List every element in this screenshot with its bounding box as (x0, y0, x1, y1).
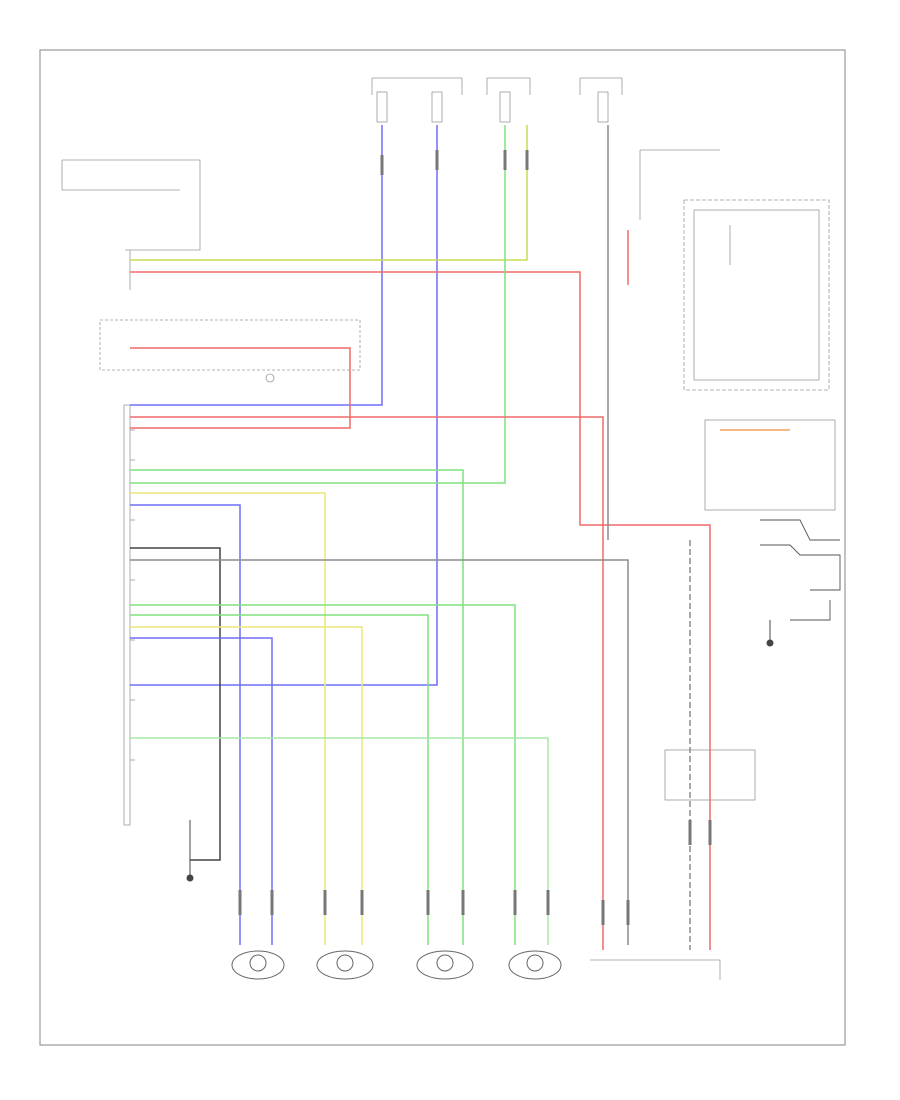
sensor-left-rear (316, 950, 374, 980)
wire-blue-1 (130, 125, 383, 406)
sensor-right-rear (416, 950, 474, 980)
connector-box-middle (99, 319, 361, 383)
control-module-right (639, 149, 830, 391)
wire-gray-1 (130, 559, 629, 945)
wire-yellow-1 (130, 492, 326, 945)
wire-bundle (130, 125, 790, 950)
ground-right (766, 620, 774, 647)
wire-blue-3 (130, 504, 241, 945)
wire-green-5 (130, 737, 549, 945)
wire-red-2 (130, 347, 351, 429)
fuse-block-left (371, 77, 463, 123)
wire-blue-4 (130, 637, 273, 945)
sensor-left-front (231, 950, 285, 980)
fuse-block-right (486, 77, 623, 123)
wire-yellow-green (130, 125, 528, 261)
control-switch-right (760, 519, 841, 621)
wire-red-1 (130, 271, 711, 950)
wire-green-3 (130, 604, 516, 945)
connector-right-mid (704, 419, 836, 511)
wire-green-1 (130, 125, 506, 484)
wire-green-2 (130, 469, 464, 945)
wire-red-3 (130, 416, 604, 950)
wire-segment-markers (238, 150, 712, 925)
wire-green-4 (130, 614, 429, 945)
wire-yellow-2 (130, 626, 363, 945)
connector-right-bottom (590, 749, 756, 980)
wire-blue-2 (130, 125, 438, 686)
sensor-right-front (508, 950, 562, 980)
wire-black-1 (130, 547, 221, 861)
relay-upper-left (61, 159, 201, 290)
ground-left (186, 820, 194, 882)
diagram-frame (39, 49, 846, 1046)
